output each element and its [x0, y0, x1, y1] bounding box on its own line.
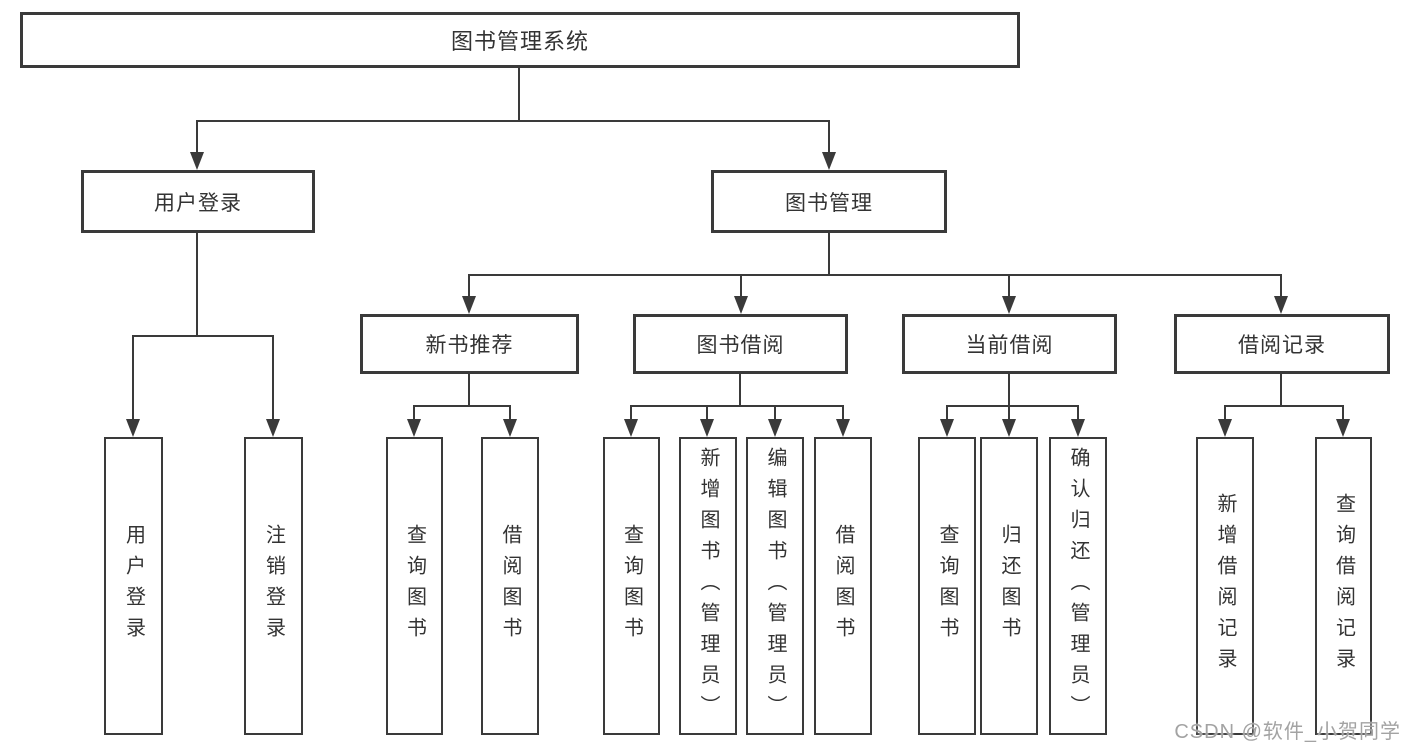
connector-arrow-icon: [266, 335, 280, 437]
node-leaf-query-books-borrowing: 查询图书: [603, 437, 660, 735]
node-label: 编辑图书（管理员）: [764, 446, 786, 726]
node-root: 图书管理系统: [20, 12, 1020, 68]
connector-arrow-icon: [700, 405, 714, 437]
node-book-management: 图书管理: [711, 170, 947, 233]
connector-arrow-icon: [407, 405, 421, 437]
connector-arrow-icon: [768, 405, 782, 437]
node-label: 注销登录: [262, 524, 285, 648]
node-label: 查询图书: [620, 524, 643, 648]
node-label: 用户登录: [122, 524, 145, 648]
connector-arrow-icon: [624, 405, 638, 437]
node-user-login: 用户登录: [81, 170, 315, 233]
node-label: 借阅图书: [499, 524, 521, 648]
connector-arrow-icon: [503, 405, 517, 437]
connector-level3-bar: [468, 274, 1282, 276]
connector-arrow-icon: [190, 120, 204, 170]
node-label: 新书推荐: [425, 334, 514, 357]
connector-arrow-icon: [836, 405, 850, 437]
node-leaf-add-borrow-record: 新增借阅记录: [1196, 437, 1254, 735]
connector-arrow-icon: [940, 405, 954, 437]
node-leaf-user-login: 用户登录: [104, 437, 163, 735]
node-label: 图书借阅: [696, 334, 785, 357]
node-new-book-recommend: 新书推荐: [360, 314, 579, 374]
connector-stem: [1008, 373, 1010, 406]
connector-bar: [630, 405, 843, 407]
node-leaf-logout: 注销登录: [244, 437, 303, 735]
connector-bar: [1224, 405, 1343, 407]
node-leaf-query-books-current: 查询图书: [918, 437, 976, 735]
connector-arrow-icon: [822, 120, 836, 170]
node-label: 查询图书: [403, 524, 426, 648]
connector-arrow-icon: [1071, 405, 1085, 437]
node-label: 用户登录: [154, 191, 242, 215]
connector-bar: [946, 405, 1078, 407]
connector-userlogin-bar: [132, 335, 274, 337]
node-label: 借阅图书: [832, 524, 854, 648]
node-leaf-add-books-admin: 新增图书（管理员）: [679, 437, 737, 735]
node-label: 查询借阅记录: [1332, 493, 1355, 679]
connector-bookmgmt-stem: [828, 232, 830, 275]
watermark: CSDN @软件_小贺同学: [1174, 721, 1401, 743]
node-leaf-query-borrow-record: 查询借阅记录: [1315, 437, 1372, 735]
connector-arrow-icon: [1274, 274, 1288, 314]
node-label: 借阅记录: [1238, 334, 1326, 357]
connector-arrow-icon: [1002, 274, 1016, 314]
node-root-label: 图书管理系统: [450, 29, 589, 54]
connector-level1-bar: [196, 120, 830, 122]
node-leaf-query-books-recommend: 查询图书: [386, 437, 443, 735]
node-label: 新增借阅记录: [1214, 493, 1236, 679]
node-leaf-return-books: 归还图书: [980, 437, 1038, 735]
connector-stem: [739, 373, 741, 406]
node-label: 新增图书（管理员）: [697, 446, 719, 726]
connector-arrow-icon: [734, 274, 748, 314]
connector-bar: [413, 405, 511, 407]
node-label: 图书管理: [785, 191, 873, 215]
connector-arrow-icon: [126, 335, 140, 437]
connector-arrow-icon: [1002, 405, 1016, 437]
node-label: 归还图书: [998, 524, 1020, 648]
connector-arrow-icon: [1336, 405, 1350, 437]
node-leaf-borrow-books-recommend: 借阅图书: [481, 437, 539, 735]
node-label: 当前借阅: [965, 334, 1054, 357]
connector-arrow-icon: [462, 274, 476, 314]
node-borrowing-records: 借阅记录: [1174, 314, 1390, 374]
node-leaf-edit-books-admin: 编辑图书（管理员）: [746, 437, 804, 735]
node-current-borrowing: 当前借阅: [902, 314, 1117, 374]
connector-arrow-icon: [1218, 405, 1232, 437]
node-leaf-borrow-books: 借阅图书: [814, 437, 872, 735]
node-leaf-confirm-return-admin: 确认归还（管理员）: [1049, 437, 1107, 735]
node-label: 查询图书: [936, 524, 958, 648]
connector-root-stem: [518, 67, 520, 121]
node-book-borrowing: 图书借阅: [633, 314, 848, 374]
node-label: 确认归还（管理员）: [1067, 446, 1089, 726]
connector-stem: [468, 373, 470, 406]
connector-stem: [1280, 373, 1282, 406]
connector-userlogin-stem: [196, 232, 198, 336]
